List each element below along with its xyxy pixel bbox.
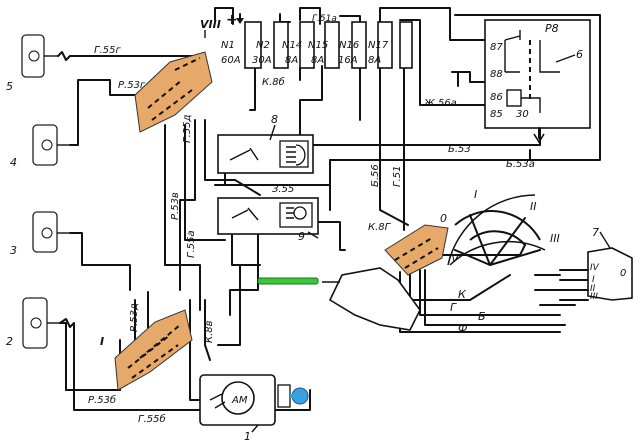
- relay-r8: Р8 87 88 86 85 30 6: [451, 19, 591, 144]
- fuse-n1-id: N1: [221, 40, 235, 51]
- switch-9: 9: [217, 197, 319, 243]
- connector-block-ignition: [384, 224, 449, 276]
- relay-pin-87: 87: [490, 42, 503, 53]
- wire-z55: З.55: [272, 184, 294, 195]
- block-viii-label: VIII: [200, 18, 221, 31]
- contact-b: Б: [478, 310, 486, 323]
- battery-label: АМ: [231, 395, 248, 406]
- ignition-connector: 7 IV 0 I II III: [559, 226, 633, 302]
- fuse-n16-id: N16: [339, 40, 359, 51]
- position-iii: III: [550, 232, 560, 245]
- connector-block-i: I: [100, 309, 193, 391]
- battery-unit: АМ 1: [199, 374, 309, 443]
- wire-b53: Б.53: [448, 144, 471, 155]
- fuse-n14-id: N14: [282, 40, 302, 51]
- wire-b53a: Б.53а: [506, 159, 535, 170]
- block-i-label: I: [100, 335, 104, 348]
- conn-pin-i: I: [592, 275, 595, 285]
- position-0: 0: [440, 212, 447, 225]
- wire-b56: Б.56: [370, 164, 381, 187]
- wire-r53v: Р.53в: [170, 192, 181, 220]
- wire-zh56a: Ж.56а: [423, 98, 457, 109]
- fuse-n14-rating: 8A: [285, 55, 298, 66]
- wire-g55a: Г.55а: [186, 230, 197, 258]
- contact-g: Г: [450, 301, 457, 314]
- ignition-key-green: [257, 277, 319, 285]
- relay-pin-30: 30: [516, 109, 529, 120]
- lamp-4: 4: [10, 124, 70, 169]
- conn-pin-0: 0: [620, 268, 626, 279]
- wire-g51: Г.51: [392, 166, 403, 187]
- lamp-number-3: 3: [10, 244, 17, 257]
- fuse-n15-id: N15: [308, 40, 328, 51]
- wire-r53d: Р.53д: [129, 303, 140, 332]
- wire-g51a: Г.51а: [312, 14, 337, 24]
- fuse-n17-id: N17: [368, 40, 389, 51]
- fuse-block: [236, 13, 413, 69]
- wire-r53b: Р.53б: [88, 394, 116, 406]
- lamp-5: 5: [6, 34, 58, 93]
- ignition-number: 7: [592, 226, 599, 239]
- wire-k8v: К.8в: [204, 320, 215, 343]
- battery-number: 1: [244, 430, 251, 443]
- wire-k8b-top: К.8б: [262, 76, 285, 88]
- fuse-n15-rating: 8A: [311, 55, 324, 66]
- switch-8-number: 8: [271, 113, 278, 126]
- wire-k8g: К.8Г: [368, 222, 392, 233]
- lamp-2: 2: [6, 297, 60, 349]
- wire-g55g: Г.55г: [94, 45, 121, 56]
- relay-pin-86: 86: [490, 92, 503, 103]
- relay-name: Р8: [545, 22, 559, 35]
- contact-k: К: [458, 288, 467, 301]
- position-iv: IV: [448, 252, 460, 265]
- conn-pin-iv: IV: [590, 263, 600, 273]
- relay-number: 6: [576, 48, 583, 61]
- relay-pin-85: 85: [490, 109, 503, 120]
- conn-pin-ii: II: [590, 284, 596, 294]
- fuse-n2-id: N2: [256, 40, 270, 51]
- ignition-lock: [257, 267, 421, 331]
- ignition-rotary: 0 I II III IV К Г Б Ф: [440, 188, 560, 335]
- fuse-n17-rating: 8A: [368, 55, 381, 66]
- lamp-number-5: 5: [6, 80, 13, 93]
- switch-8: 8: [217, 113, 314, 174]
- lamp-number-4: 4: [10, 156, 17, 169]
- wire-g55d: Г.55д: [182, 115, 193, 143]
- wire-r53g: Р.53г: [118, 80, 146, 91]
- plus-sign: +: [226, 12, 238, 28]
- position-i: I: [474, 188, 477, 201]
- switch-9-number: 9: [298, 230, 305, 243]
- wire-labels: Г.55г Р.53г Г.55д Р.53в Г.55а Р.53д Р.53…: [88, 14, 535, 425]
- fuse-n16-rating: 16A: [338, 55, 358, 66]
- conn-pin-iii: III: [590, 292, 598, 302]
- connector-block-viii: VIII: [134, 18, 221, 133]
- fuse-n2-rating: 30A: [252, 55, 272, 66]
- lamp-number-2: 2: [6, 335, 13, 348]
- fuse-labels: N1 60A N2 30A N14 8A N15 8A N16 16A N17 …: [221, 40, 389, 66]
- fuse-n1-rating: 60A: [221, 55, 241, 66]
- contact-f: Ф: [458, 322, 467, 335]
- lamp-3: 3: [10, 211, 70, 257]
- wire-g55b: Г.55б: [138, 413, 166, 425]
- relay-pin-88: 88: [490, 69, 503, 80]
- position-ii: II: [530, 200, 537, 213]
